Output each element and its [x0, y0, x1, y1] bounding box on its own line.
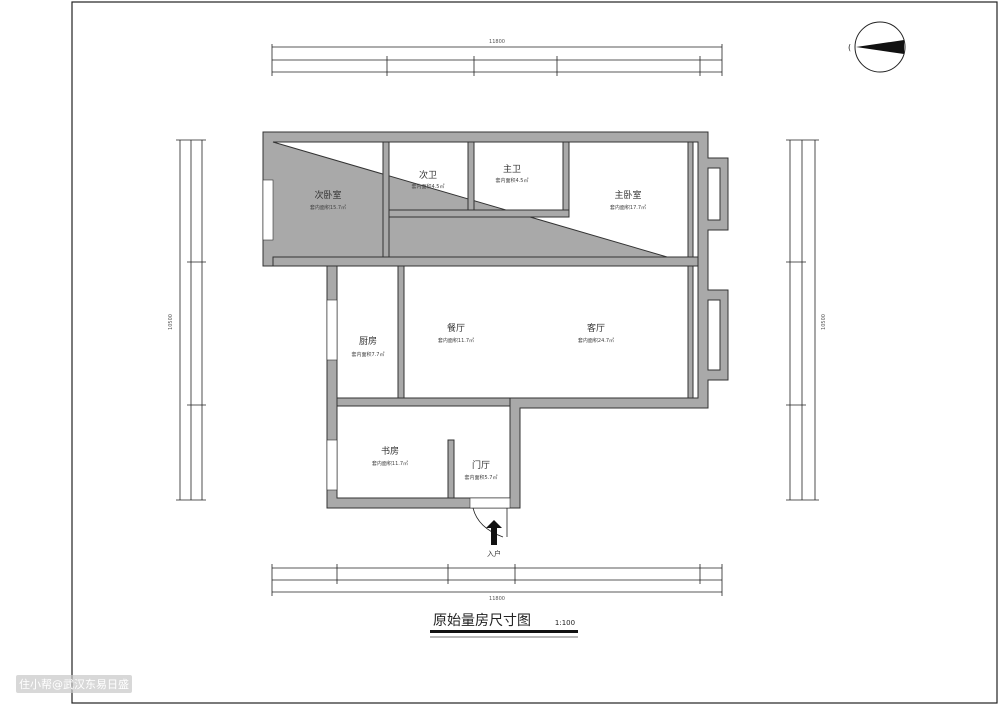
room-foyer: 门厅 套内面积5.7㎡	[465, 459, 498, 481]
right-total-dimension: 10500	[821, 314, 827, 330]
svg-text:套内面积24.7㎡: 套内面积24.7㎡	[578, 337, 614, 344]
svg-text:套内面积17.7㎡: 套内面积17.7㎡	[610, 204, 646, 211]
room-living: 客厅 套内面积24.7㎡	[578, 322, 614, 344]
room-kitchen: 厨房 套内面积7.7㎡	[352, 335, 385, 358]
drawing-scale: 1:100	[555, 619, 575, 627]
room-master-bedroom-2: 次卧室 套内面积15.7㎡	[310, 189, 346, 211]
svg-text:(: (	[848, 43, 851, 52]
svg-text:套内面积15.7㎡: 套内面积15.7㎡	[310, 204, 346, 211]
top-dimension-chain: 11800	[271, 39, 723, 76]
watermark: 住小帮@武汉东易日盛	[16, 675, 132, 693]
room-bathroom-2: 次卫 套内面积4.5㎡	[412, 169, 445, 190]
top-total-dimension: 11800	[489, 39, 505, 45]
north-compass-icon: (	[848, 21, 906, 73]
drawing-frame	[71, 1, 998, 704]
svg-text:套内面积4.5㎡: 套内面积4.5㎡	[412, 183, 445, 190]
drawing-title: 原始量房尺寸图	[433, 613, 531, 629]
room-master-bathroom: 主卫 套内面积4.5㎡	[496, 163, 529, 184]
svg-text:客厅: 客厅	[587, 322, 605, 334]
svg-text:套内面积7.7㎡: 套内面积7.7㎡	[352, 351, 385, 358]
entrance-door: 入户	[469, 497, 511, 558]
room-study: 书房 套内面积11.7㎡	[372, 445, 408, 467]
svg-text:门厅: 门厅	[472, 459, 490, 471]
bottom-total-dimension: 11800	[489, 596, 505, 602]
room-master-bedroom: 主卧室 套内面积17.7㎡	[610, 189, 646, 211]
svg-text:厨房: 厨房	[359, 335, 377, 347]
svg-text:主卫: 主卫	[503, 163, 521, 175]
drawing-title-block: 原始量房尺寸图 1:100	[430, 613, 578, 638]
left-total-dimension: 10500	[168, 314, 174, 330]
svg-text:套内面积11.7㎡: 套内面积11.7㎡	[372, 460, 408, 467]
svg-text:套内面积4.5㎡: 套内面积4.5㎡	[496, 177, 529, 184]
svg-text:套内面积5.7㎡: 套内面积5.7㎡	[465, 474, 498, 481]
svg-text:次卫: 次卫	[419, 169, 437, 181]
interior-walls	[262, 141, 699, 499]
room-dining: 餐厅 套内面积11.7㎡	[438, 322, 474, 344]
svg-text:次卧室: 次卧室	[314, 189, 341, 201]
right-dimension-chain: 10500	[786, 139, 827, 501]
svg-text:主卧室: 主卧室	[614, 189, 641, 201]
exterior-walls	[262, 131, 729, 509]
entrance-arrow-icon	[486, 520, 502, 545]
svg-text:套内面积11.7㎡: 套内面积11.7㎡	[438, 337, 474, 344]
entrance-label: 入户	[487, 549, 501, 558]
svg-text:书房: 书房	[381, 445, 399, 457]
left-dimension-chain: 10500	[168, 139, 206, 501]
svg-text:餐厅: 餐厅	[447, 322, 465, 334]
bottom-dimension-chain: 11800	[271, 564, 723, 602]
